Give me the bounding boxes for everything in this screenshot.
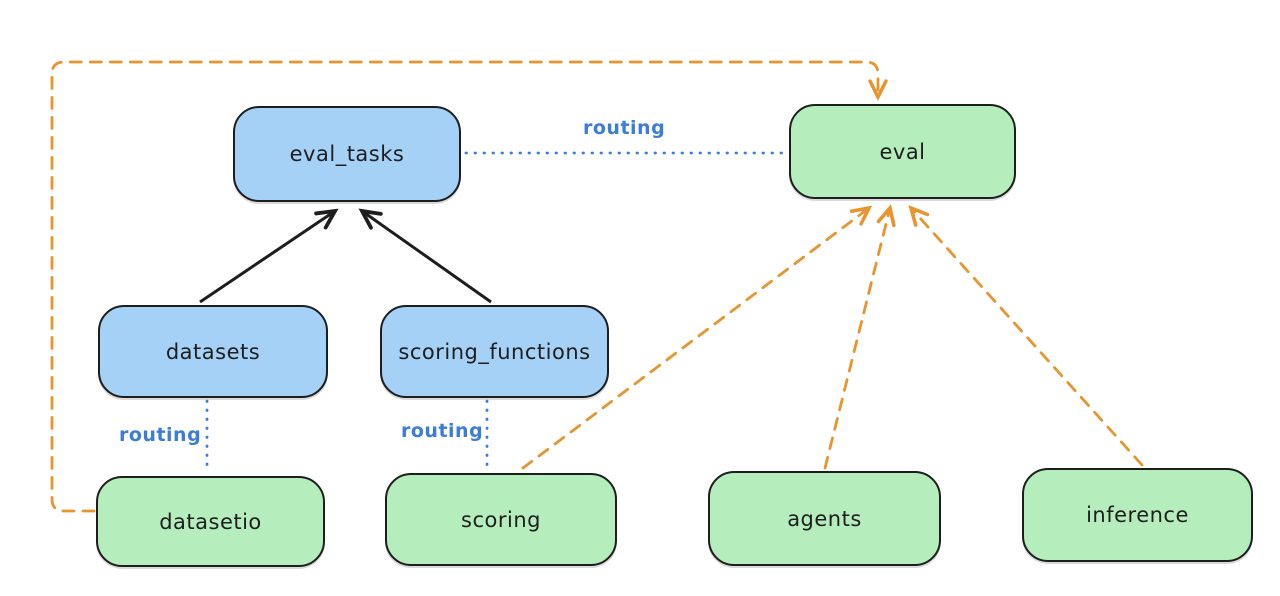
node-datasets-label: datasets bbox=[165, 339, 261, 364]
node-scoring: scoring bbox=[385, 473, 617, 566]
node-eval-label: eval bbox=[879, 139, 926, 164]
node-eval-tasks: eval_tasks bbox=[233, 106, 461, 202]
node-datasets: datasets bbox=[98, 305, 328, 398]
routing-label-datasets-datasetio: routing bbox=[119, 424, 202, 446]
edge-datasets-to-eval-tasks bbox=[199, 208, 339, 304]
node-scoring-functions: scoring_functions bbox=[380, 305, 609, 398]
node-eval: eval bbox=[789, 104, 1016, 199]
node-inference: inference bbox=[1022, 468, 1253, 562]
edge-inference-to-eval bbox=[908, 205, 1144, 467]
edge-datasetio-to-eval bbox=[50, 60, 888, 513]
routing-label-eval-tasks-eval: routing bbox=[583, 117, 666, 139]
node-scoring-label: scoring bbox=[461, 507, 541, 532]
edge-scoring-to-eval bbox=[521, 205, 873, 470]
node-eval-tasks-label: eval_tasks bbox=[289, 142, 405, 166]
edge-agents-to-eval bbox=[823, 204, 896, 470]
node-agents: agents bbox=[708, 471, 941, 566]
edge-scoring-functions-to-eval-tasks bbox=[358, 208, 492, 304]
node-datasetio: datasetio bbox=[96, 476, 325, 567]
node-inference-label: inference bbox=[1086, 503, 1189, 527]
node-scoring-functions-label: scoring_functions bbox=[398, 339, 591, 364]
routing-label-scoring-functions-scoring: routing bbox=[401, 420, 484, 442]
node-datasetio-label: datasetio bbox=[159, 509, 262, 534]
node-agents-label: agents bbox=[787, 506, 862, 531]
